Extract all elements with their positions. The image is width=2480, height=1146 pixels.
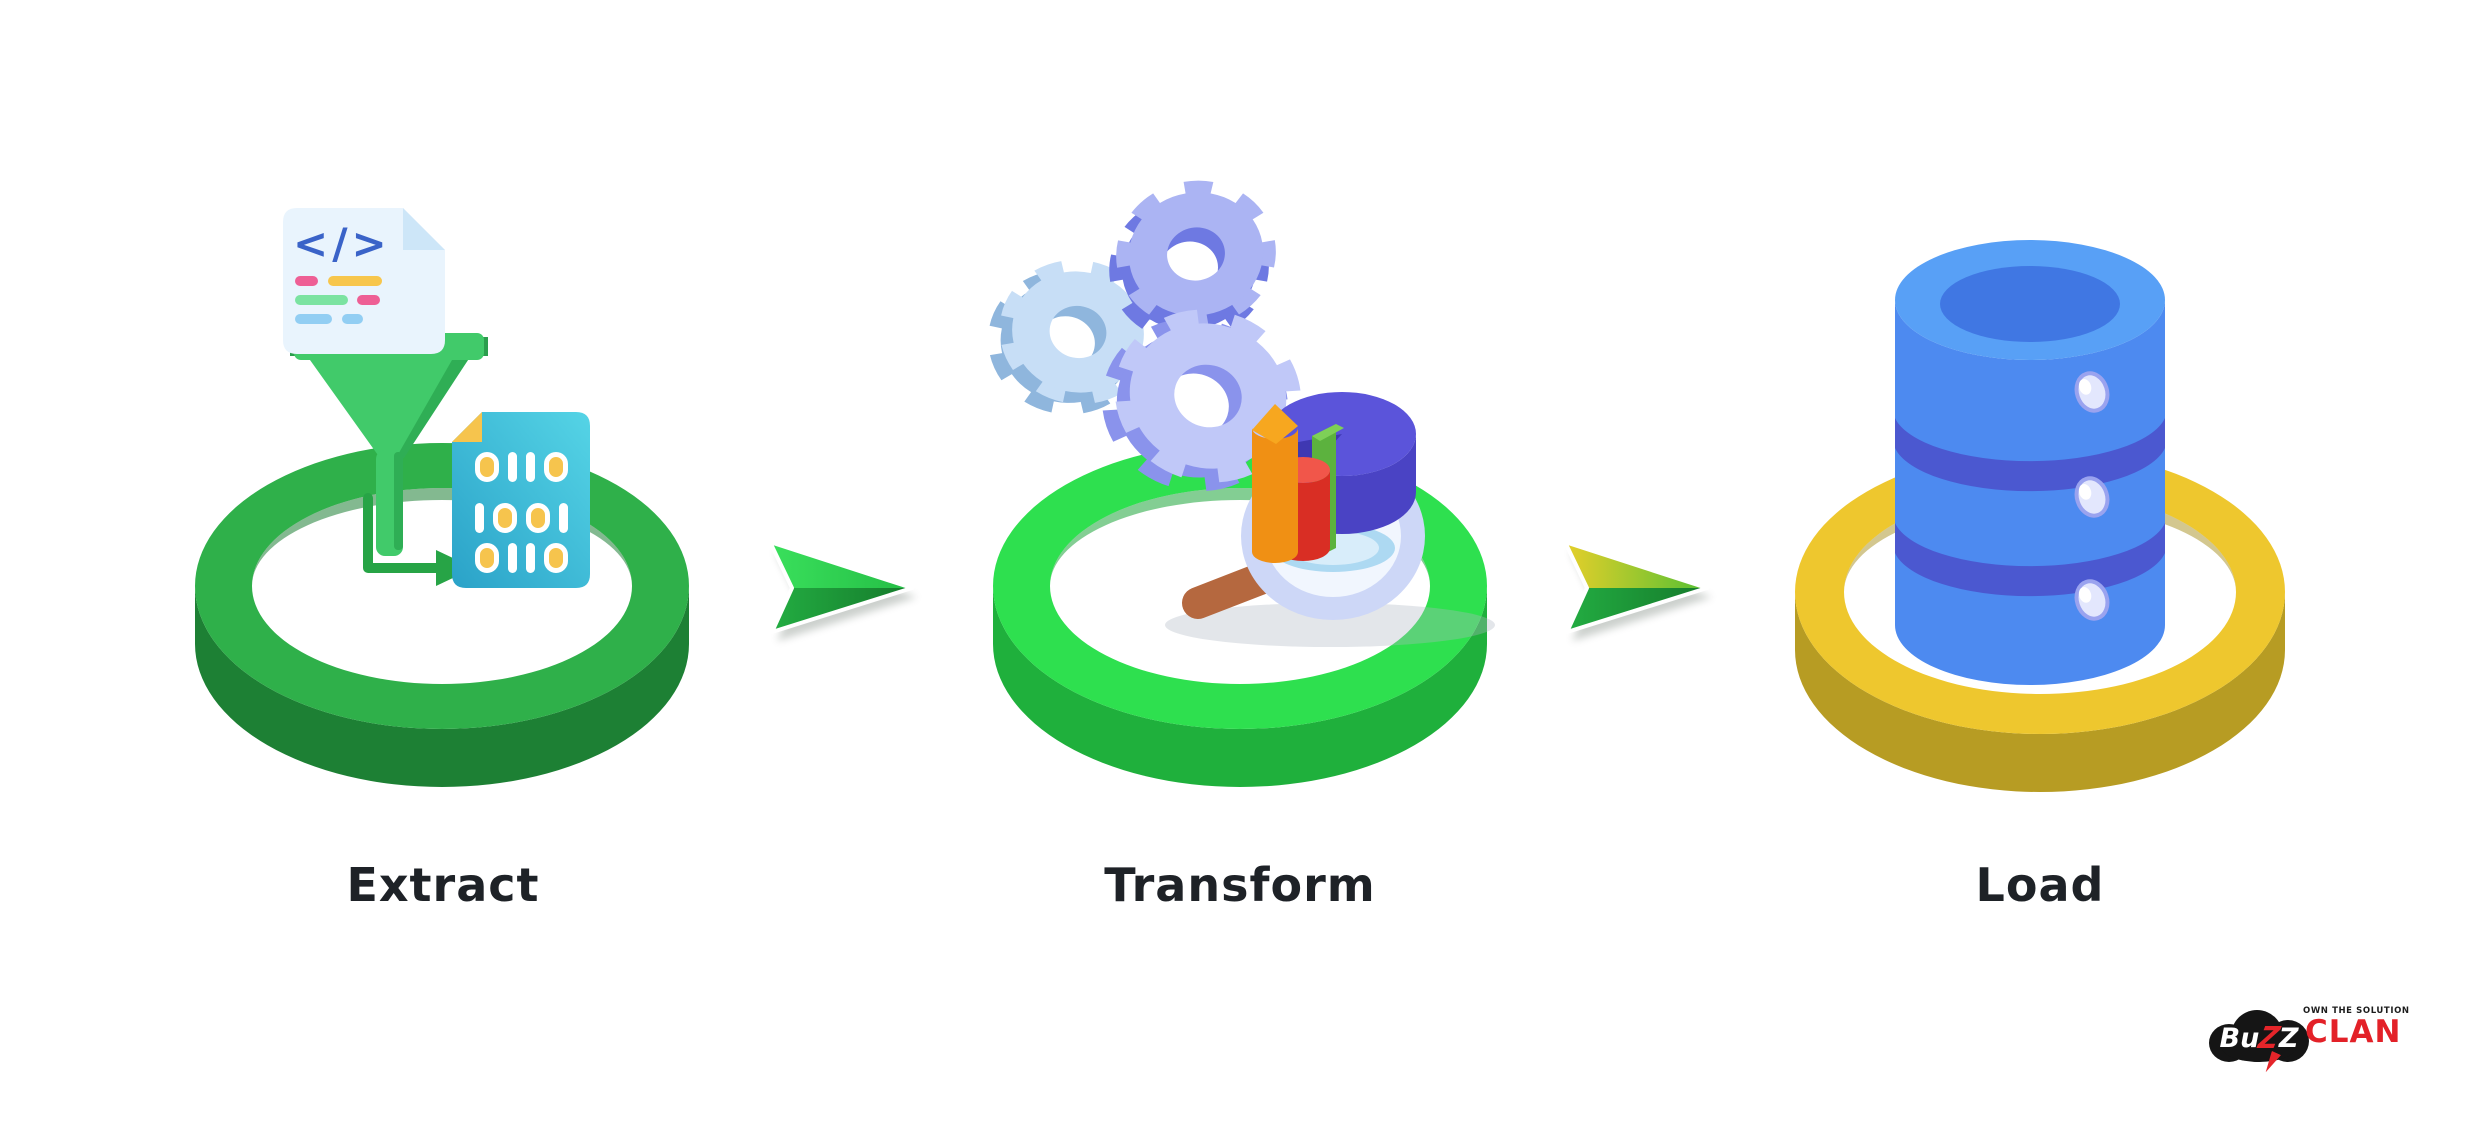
binary-row bbox=[452, 503, 590, 533]
binary-row bbox=[452, 543, 590, 573]
logo-buzz-text: BuZZ bbox=[2209, 1021, 2309, 1056]
database-light-1 bbox=[2074, 371, 2110, 413]
load-stage bbox=[1795, 240, 2285, 792]
transform-pedestal-ring bbox=[993, 443, 1487, 787]
logo-buzz-right: Z bbox=[2278, 1023, 2299, 1054]
database-icon bbox=[1895, 240, 2165, 685]
transform-stage bbox=[989, 182, 1495, 787]
logo-cloud-icon: BuZZ bbox=[2209, 1008, 2309, 1064]
stage-label-transform: Transform bbox=[1104, 858, 1376, 912]
logo-tagline: OWN THE SOLUTION bbox=[2303, 1006, 2410, 1016]
code-symbol: </> bbox=[293, 219, 391, 268]
logo-clan-text: CLAN bbox=[2305, 1014, 2402, 1050]
logo-buzz-left: Bu bbox=[2219, 1023, 2260, 1054]
stage-label-load: Load bbox=[1975, 858, 2105, 912]
stage-label-extract: Extract bbox=[346, 858, 540, 912]
code-file-icon bbox=[283, 208, 445, 354]
buzzclan-logo: OWN THE SOLUTION BuZZ CLAN bbox=[2205, 1000, 2425, 1075]
extract-stage bbox=[195, 208, 689, 787]
database-light-2 bbox=[2074, 476, 2110, 518]
chart-icon bbox=[1252, 392, 1416, 563]
flow-arrow-2 bbox=[1563, 540, 1712, 641]
database-light-3 bbox=[2074, 579, 2110, 621]
flow-arrow-1 bbox=[768, 540, 917, 641]
binary-row bbox=[452, 452, 590, 482]
extract-pedestal-ring bbox=[195, 443, 689, 787]
